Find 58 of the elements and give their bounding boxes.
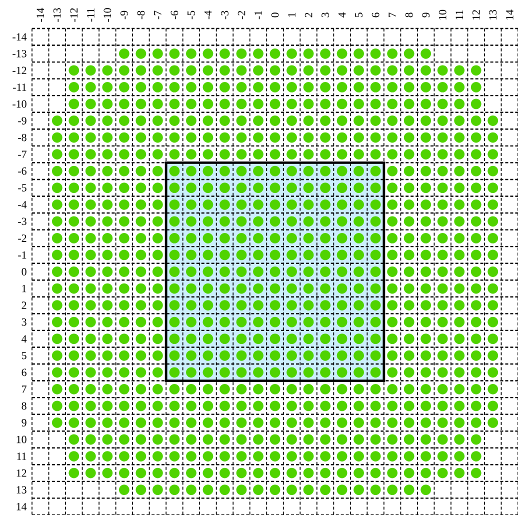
column-label: 6 bbox=[372, 12, 380, 18]
row-label: -10 bbox=[12, 100, 26, 108]
column-label: 0 bbox=[271, 12, 279, 18]
row-label: -12 bbox=[12, 66, 26, 74]
column-label: -5 bbox=[188, 10, 195, 20]
column-label: 1 bbox=[288, 12, 296, 17]
row-label: 14 bbox=[16, 502, 27, 510]
column-label: -11 bbox=[87, 8, 94, 22]
row-label: -8 bbox=[18, 134, 26, 142]
column-label: -13 bbox=[53, 8, 61, 22]
row-label: -9 bbox=[18, 117, 26, 124]
column-label: 9 bbox=[422, 12, 430, 18]
column-label: -12 bbox=[70, 8, 78, 22]
row-label: -13 bbox=[12, 50, 26, 58]
column-label: 14 bbox=[506, 10, 514, 20]
column-label: 3 bbox=[322, 12, 329, 18]
column-label: 10 bbox=[438, 10, 446, 20]
row-label: 1 bbox=[22, 284, 26, 292]
row-label: -6 bbox=[18, 167, 26, 175]
column-label: -4 bbox=[204, 10, 212, 20]
column-label: 4 bbox=[338, 12, 346, 18]
row-label: 7 bbox=[22, 386, 26, 393]
row-label: -4 bbox=[18, 201, 27, 208]
column-label: -9 bbox=[120, 10, 128, 20]
row-label: 4 bbox=[22, 335, 27, 342]
column-label: 8 bbox=[405, 12, 413, 18]
column-label: -3 bbox=[221, 10, 228, 20]
column-label: -7 bbox=[154, 10, 162, 20]
row-label: 6 bbox=[22, 368, 26, 376]
column-label: -10 bbox=[104, 8, 112, 22]
row-label: 11 bbox=[17, 452, 26, 460]
row-label: 10 bbox=[16, 436, 26, 444]
column-label: -2 bbox=[238, 11, 246, 20]
row-label: 12 bbox=[16, 469, 26, 477]
column-label: 13 bbox=[489, 10, 497, 20]
column-label: 2 bbox=[304, 12, 312, 18]
row-label: 9 bbox=[22, 419, 26, 426]
column-label: 12 bbox=[472, 10, 480, 20]
row-label: 3 bbox=[22, 318, 26, 326]
row-label: -14 bbox=[12, 33, 27, 40]
column-label: 11 bbox=[456, 10, 463, 20]
row-label: 8 bbox=[22, 402, 26, 410]
column-label: 5 bbox=[355, 12, 362, 18]
row-label: -7 bbox=[18, 150, 26, 158]
column-label: -1 bbox=[254, 11, 262, 20]
column-label: -8 bbox=[137, 10, 145, 20]
row-label: 2 bbox=[22, 302, 26, 309]
row-label: 13 bbox=[16, 486, 26, 494]
column-label: -6 bbox=[170, 10, 178, 20]
row-label: -3 bbox=[18, 218, 26, 226]
column-label: 7 bbox=[388, 12, 396, 17]
row-label: 0 bbox=[22, 268, 26, 276]
row-label: -11 bbox=[13, 84, 26, 91]
column-label: -14 bbox=[36, 8, 44, 22]
row-label: -2 bbox=[18, 234, 26, 242]
row-label: 5 bbox=[22, 352, 26, 360]
row-label: -1 bbox=[18, 251, 26, 259]
row-label: -5 bbox=[18, 184, 26, 192]
